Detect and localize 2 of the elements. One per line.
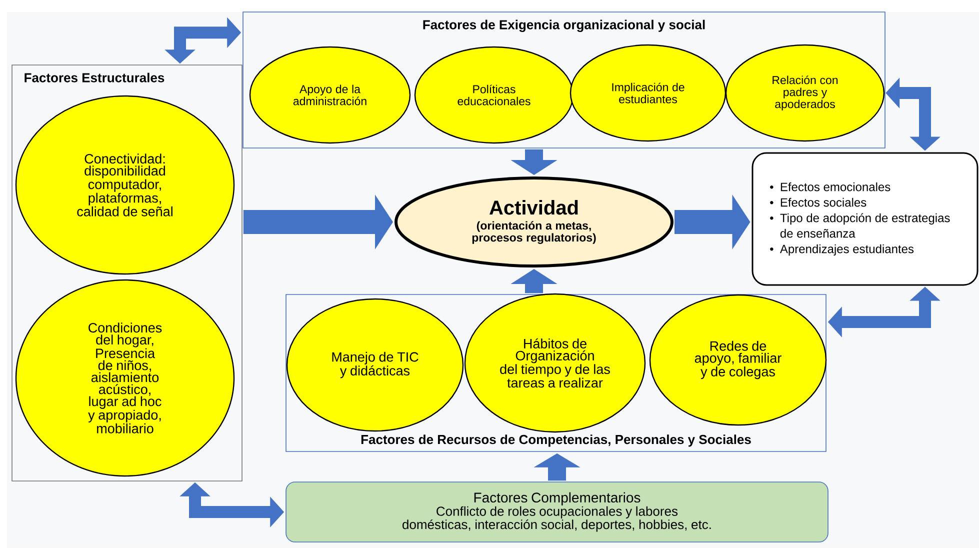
complementary-box: Factores Complementarios Conflicto de roles ocupacionales y labores domésticas, interacción social, deportes, hobbies, etc.: [286, 482, 828, 542]
effects-box: Efectos emocionales Efectos sociales Tipo de adopción de estrategias de enseñanza Aprendizajes estudiantes: [752, 152, 978, 286]
